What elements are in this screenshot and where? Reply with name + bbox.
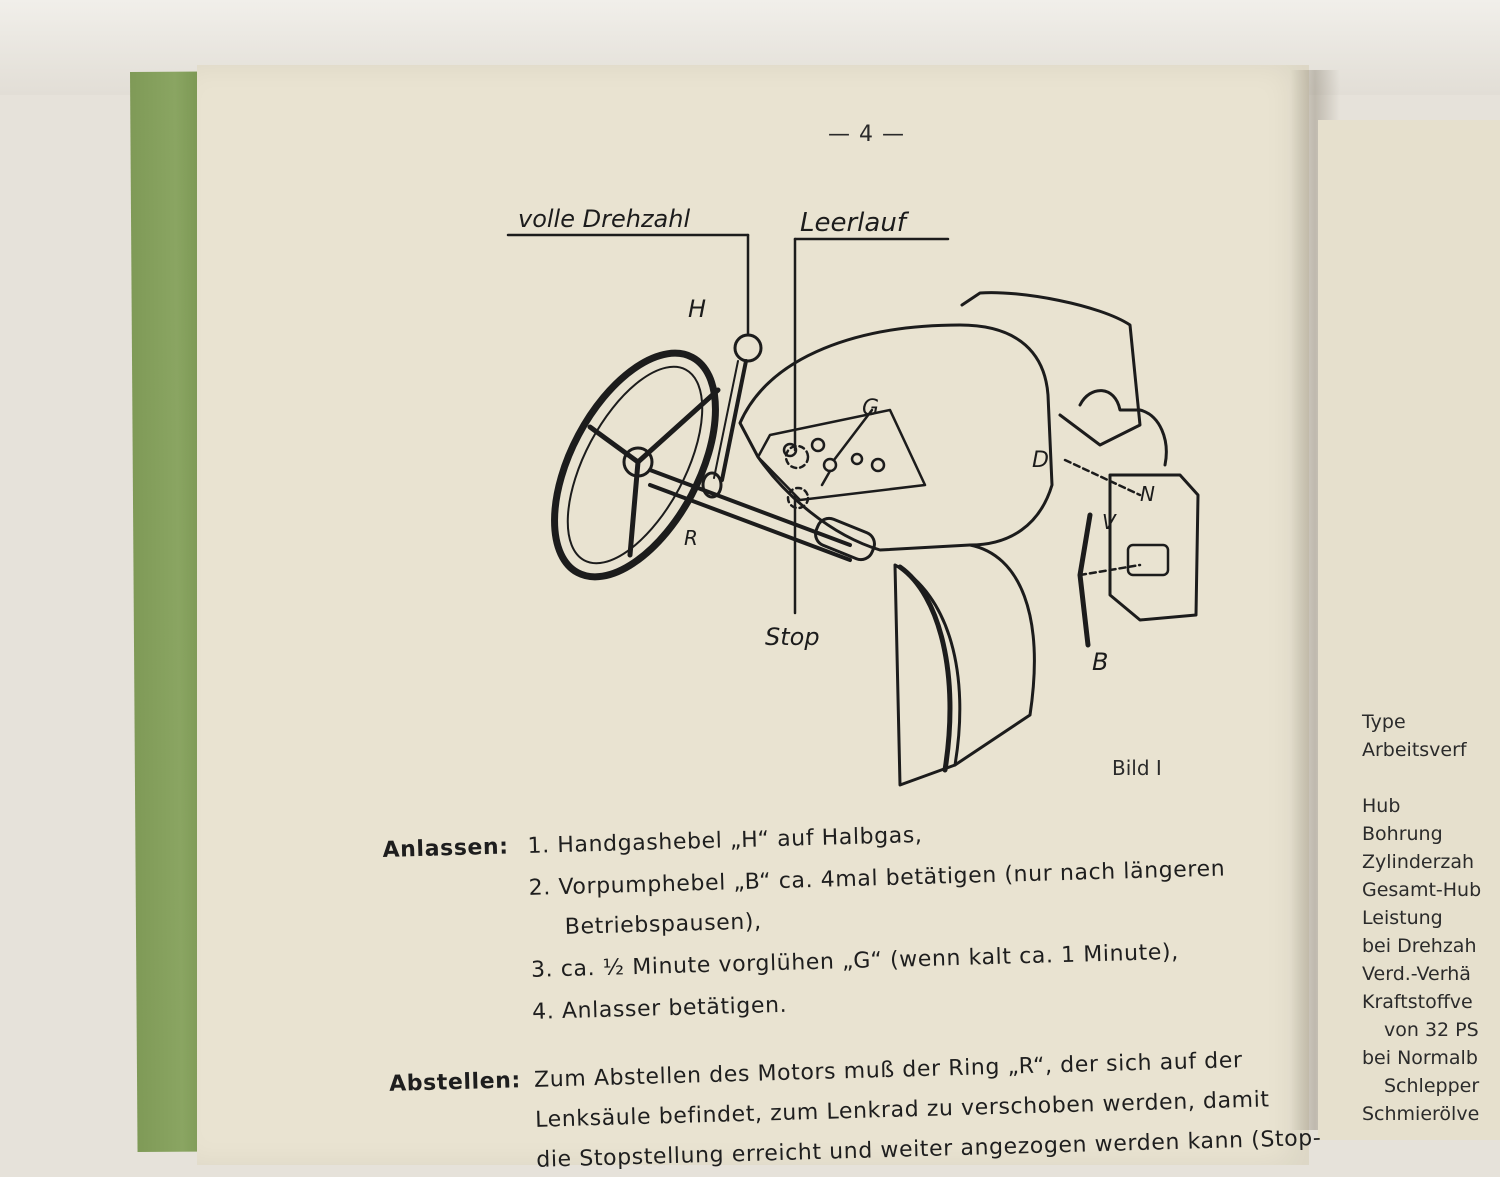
spec-item: Type xyxy=(1362,711,1406,733)
figure-caption: Bild I xyxy=(1112,756,1162,780)
left-page xyxy=(197,65,1309,1165)
label-v: V xyxy=(1102,510,1117,534)
spec-item: Verd.-Verhä xyxy=(1362,963,1471,985)
spec-item: bei Normalb xyxy=(1362,1047,1478,1069)
hand-throttle-knob xyxy=(733,333,763,363)
spec-item: Bohrung xyxy=(1362,823,1443,845)
label-n: N xyxy=(1140,482,1155,506)
anlassen-label: Anlassen: xyxy=(382,834,509,863)
spec-item: bei Drehzah xyxy=(1362,935,1477,957)
label-b: B xyxy=(1092,648,1108,676)
label-r: R xyxy=(684,526,698,550)
label-d: D xyxy=(1032,448,1049,473)
tractor-controls-figure: volle Drehzahl Leerlauf Stop H G D N V R… xyxy=(506,205,1200,787)
right-page xyxy=(1318,120,1500,1140)
spec-item: Schmierölve xyxy=(1362,1103,1480,1125)
spec-item: Kraftstoffve xyxy=(1362,991,1473,1013)
steering-wheel-rim xyxy=(551,349,719,581)
spec-item: Gesamt-Hub xyxy=(1362,879,1482,901)
priming-lever-b xyxy=(1077,512,1093,648)
spec-item: Schlepper xyxy=(1384,1075,1480,1097)
spec-list: Type Arbeitsverf Hub Bohrung Zylinderzah… xyxy=(1362,708,1481,1128)
abstellen-label: Abstellen: xyxy=(388,1068,522,1097)
spec-item: Zylinderzah xyxy=(1362,851,1475,873)
ring-r xyxy=(701,471,723,499)
dashboard-panel xyxy=(756,408,927,502)
label-full-speed: volle Drehzahl xyxy=(518,205,690,233)
spec-item xyxy=(1362,764,1481,792)
spec-item: Hub xyxy=(1362,795,1401,817)
label-idle: Leerlauf xyxy=(800,208,910,238)
page-number: — 4 — xyxy=(828,122,905,147)
label-g: G xyxy=(862,396,879,421)
spec-item: Arbeitsverf xyxy=(1362,739,1467,761)
injection-pump xyxy=(1108,473,1200,622)
label-h: H xyxy=(688,295,706,323)
spec-item: Leistung xyxy=(1362,907,1443,929)
spec-item: von 32 PS xyxy=(1384,1019,1479,1041)
hood xyxy=(738,323,1054,552)
engine-block xyxy=(960,291,1142,447)
label-stop: Stop xyxy=(765,623,820,651)
